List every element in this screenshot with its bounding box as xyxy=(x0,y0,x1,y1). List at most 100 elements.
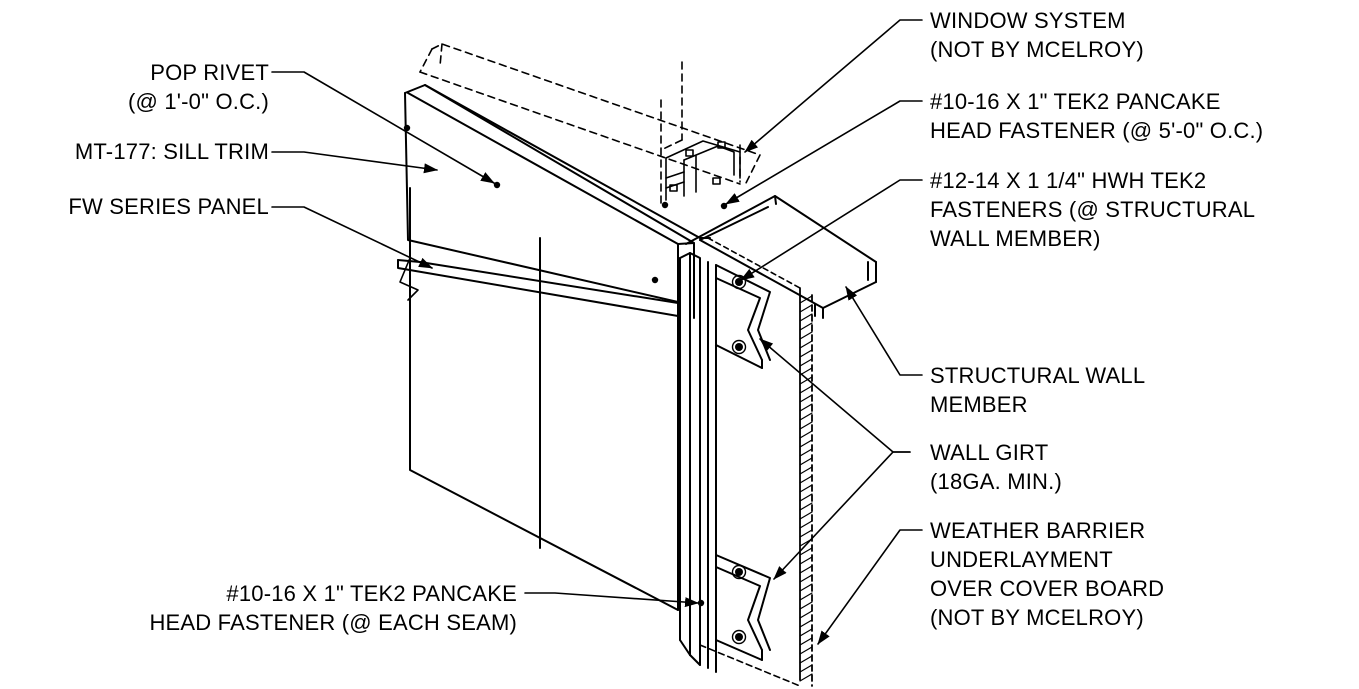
hwh-fastener-lower-1 xyxy=(735,568,743,576)
callout-window-system: WINDOW SYSTEM (NOT BY MCELROY) xyxy=(930,6,1144,64)
pancake-seam-dot xyxy=(697,599,705,607)
callout-hwh-line-3: WALL MEMBER) xyxy=(930,226,1101,251)
leader-structural xyxy=(845,286,923,376)
callout-structural-line-2: MEMBER xyxy=(930,392,1028,417)
callout-weather-line-3: OVER COVER BOARD xyxy=(930,576,1165,601)
hatch-line xyxy=(799,502,813,511)
hatch-line xyxy=(799,295,813,304)
window-system-outline xyxy=(419,43,761,206)
callout-wall-girt-line-2: (18GA. MIN.) xyxy=(930,469,1062,494)
callout-pop-rivet-line-2: (@ 1'-0" O.C.) xyxy=(127,89,269,114)
hatch-line xyxy=(799,673,813,682)
window-frame xyxy=(665,140,741,201)
pop-rivet-left xyxy=(403,124,411,132)
callout-fw-panel-line-1: FW SERIES PANEL xyxy=(68,194,269,219)
pop-rivet-right xyxy=(651,276,659,284)
callout-sill-trim-line-1: MT-177: SILL TRIM xyxy=(74,139,269,164)
hatch-line xyxy=(799,601,813,610)
hatch-line xyxy=(799,358,813,367)
callout-pancake-seam-line-1: #10-16 X 1" TEK2 PANCAKE xyxy=(226,581,517,606)
leader-fw-panel xyxy=(271,206,433,269)
callout-structural-member: STRUCTURAL WALL MEMBER xyxy=(930,361,1145,419)
callout-hwh-line-1: #12-14 X 1 1/4" HWH TEK2 xyxy=(930,168,1207,193)
hatch-line xyxy=(799,394,813,403)
hatch-line xyxy=(799,529,813,538)
hatch-line xyxy=(799,331,813,340)
callout-wall-girt: WALL GIRT (18GA. MIN.) xyxy=(930,438,1062,496)
hwh-fastener-lower-2 xyxy=(735,633,743,641)
hatch-line xyxy=(799,646,813,655)
hatch-line xyxy=(799,466,813,475)
leader-pancake-top xyxy=(725,100,923,205)
callout-wall-girt-line-1: WALL GIRT xyxy=(930,440,1049,465)
hatch-line xyxy=(799,565,813,574)
hatch-line xyxy=(799,547,813,556)
callout-hwh-fasteners: #12-14 X 1 1/4" HWH TEK2 FASTENERS (@ ST… xyxy=(930,166,1255,253)
callout-weather-barrier: WEATHER BARRIER UNDERLAYMENT OVER COVER … xyxy=(930,516,1164,632)
seam-trim xyxy=(679,252,717,673)
leader-hwh xyxy=(740,179,923,281)
hatch-line xyxy=(799,628,813,637)
hatch-line xyxy=(799,340,813,349)
fasteners xyxy=(403,124,743,641)
callout-pancake-seam: #10-16 X 1" TEK2 PANCAKE HEAD FASTENER (… xyxy=(149,579,517,637)
hatch-line xyxy=(799,655,813,664)
hatch-line xyxy=(799,403,813,412)
fw-series-panel xyxy=(399,187,679,611)
window-dot xyxy=(661,201,669,209)
weather-barrier-section xyxy=(699,237,813,687)
hatch-line xyxy=(799,448,813,457)
leader-window-system xyxy=(744,19,923,153)
hatch-line xyxy=(799,520,813,529)
hatch-line xyxy=(799,421,813,430)
callout-sill-trim: MT-177: SILL TRIM xyxy=(75,137,269,166)
callout-window-system-line-2: (NOT BY MCELROY) xyxy=(930,37,1144,62)
hatch-line xyxy=(799,610,813,619)
hatch-line xyxy=(799,619,813,628)
hatch-line xyxy=(799,412,813,421)
callout-weather-line-2: UNDERLAYMENT xyxy=(930,547,1113,572)
pop-rivet-dot xyxy=(493,181,501,189)
callout-weather-line-1: WEATHER BARRIER xyxy=(930,518,1146,543)
leader-pop-rivet xyxy=(271,71,495,184)
hatch-line xyxy=(799,376,813,385)
hatch-line xyxy=(799,511,813,520)
hwh-fastener-upper-2 xyxy=(735,343,743,351)
hatch-line xyxy=(799,556,813,565)
hatch-line xyxy=(799,493,813,502)
callout-pancake-top-line-1: #10-16 X 1" TEK2 PANCAKE xyxy=(930,89,1221,114)
hatch-line xyxy=(799,313,813,322)
hatch-line xyxy=(799,574,813,583)
fastener-rings xyxy=(731,274,747,645)
callout-weather-line-4: (NOT BY MCELROY) xyxy=(930,605,1144,630)
hatch-line xyxy=(799,304,813,313)
callout-pancake-top-line-2: HEAD FASTENER (@ 5'-0" O.C.) xyxy=(930,118,1264,143)
hatch-line xyxy=(799,457,813,466)
leader-weather xyxy=(817,529,923,645)
leader-girt-2 xyxy=(773,451,911,580)
callout-pancake-seam-line-2: HEAD FASTENER (@ EACH SEAM) xyxy=(149,610,517,635)
callout-structural-line-1: STRUCTURAL WALL xyxy=(930,363,1146,388)
callout-fw-panel: FW SERIES PANEL xyxy=(68,192,269,221)
callout-pop-rivet-line-1: POP RIVET xyxy=(150,60,269,85)
hatch-line xyxy=(799,583,813,592)
leader-sill-trim xyxy=(271,151,438,174)
hatch-line xyxy=(799,484,813,493)
sill-trim xyxy=(397,84,711,319)
leader-lines xyxy=(271,19,923,645)
hatch-line xyxy=(799,664,813,673)
hatch-line xyxy=(799,385,813,394)
callout-pancake-top: #10-16 X 1" TEK2 PANCAKE HEAD FASTENER (… xyxy=(930,87,1263,145)
hatch-line xyxy=(799,637,813,646)
hatch-line xyxy=(799,475,813,484)
callout-window-system-line-1: WINDOW SYSTEM xyxy=(930,8,1126,33)
structural-wall-member xyxy=(685,195,877,319)
callout-pop-rivet: POP RIVET (@ 1'-0" O.C.) xyxy=(128,58,269,116)
hatch-line xyxy=(799,322,813,331)
leader-pancake-seam xyxy=(524,592,699,608)
hatch-line xyxy=(799,439,813,448)
hatch-line xyxy=(799,592,813,601)
callout-hwh-line-2: FASTENERS (@ STRUCTURAL xyxy=(930,197,1256,222)
